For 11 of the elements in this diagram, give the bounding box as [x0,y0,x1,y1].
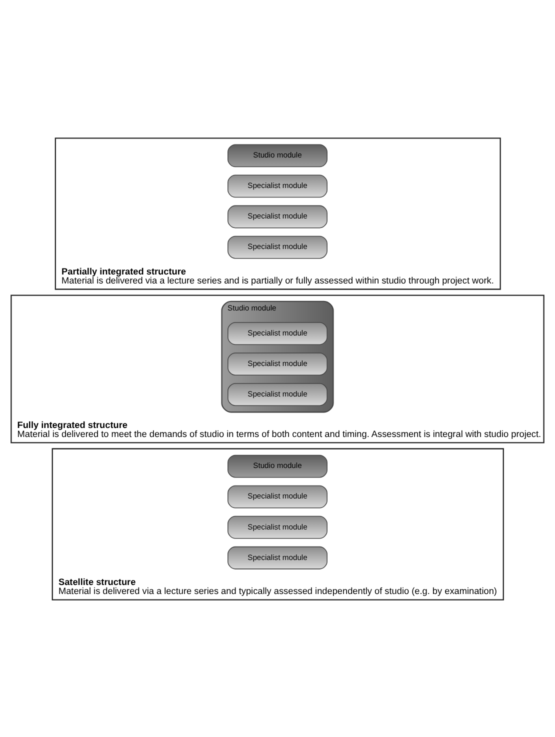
node-box: Specialist module [228,382,328,406]
node-box: Specialist module [228,174,328,198]
node-box: Studio module [228,454,328,478]
node-box: Specialist module [228,204,328,228]
node-box: Specialist module [228,484,328,508]
node-box: Studio module [228,144,328,167]
node-box: Specialist module [228,235,328,258]
node-box: Specialist module [228,546,328,569]
node-box: Specialist module [228,322,328,344]
node-box: Specialist module [228,515,328,538]
node-box: Specialist module [228,352,328,375]
